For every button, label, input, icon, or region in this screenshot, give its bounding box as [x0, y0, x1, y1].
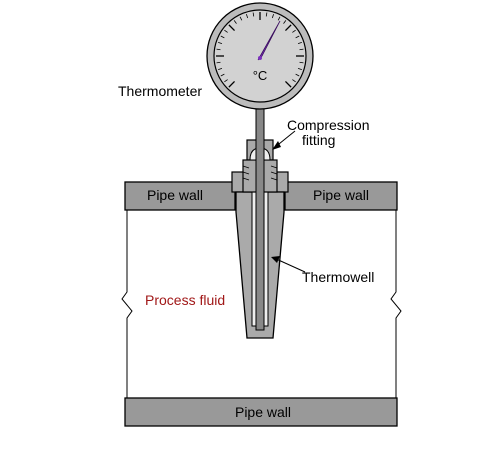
- gauge-tick: [239, 16, 243, 21]
- gauge-tick: [216, 48, 221, 51]
- pipe-wall-top-left: [124, 181, 236, 211]
- gauge-tick: [277, 16, 281, 21]
- gauge-tick: [224, 29, 228, 33]
- gauge-tick: [228, 80, 236, 88]
- gauge-tick: [252, 12, 255, 17]
- gauge-tick: [292, 79, 296, 83]
- gauge-tick: [224, 79, 228, 83]
- gauge-tick: [246, 14, 249, 19]
- compression-fitting-label-line1: Compression: [287, 117, 369, 133]
- gauge-tick: [265, 12, 268, 17]
- gauge-tick: [216, 61, 221, 64]
- gauge-tick: [295, 73, 300, 77]
- fitting-threads: [242, 165, 278, 181]
- gauge-tick: [284, 24, 292, 32]
- gauge-tick: [299, 48, 304, 51]
- thermometer-stem: [255, 99, 265, 331]
- gauge-tick: [292, 29, 296, 33]
- gauge-tick: [228, 24, 236, 32]
- gauge-tick: [297, 67, 302, 70]
- thermometer-label: Thermometer: [118, 83, 202, 99]
- gauge-tick: [271, 14, 274, 19]
- pipe-wall-bottom-label: Pipe wall: [235, 404, 291, 420]
- gauge-tick: [284, 80, 292, 88]
- gauge-tick: [299, 61, 304, 64]
- gauge-tick: [218, 42, 223, 45]
- gauge-tick: [218, 67, 223, 70]
- compression-fitting-label-line2: fitting: [302, 132, 335, 148]
- pipe-left-boundary: [121, 210, 133, 398]
- pipe-wall-top-left-label: Pipe wall: [147, 187, 203, 203]
- thermowell-leader: [273, 257, 306, 273]
- pipe-wall-top-right: [284, 181, 398, 211]
- gauge-tick: [220, 73, 225, 77]
- gauge-tick: [295, 35, 300, 39]
- gauge-hub: [258, 56, 262, 60]
- pipe-right-boundary: [390, 210, 402, 398]
- thermowell-arrowhead: [271, 256, 280, 263]
- gauge-tick: [220, 35, 225, 39]
- process-fluid-label: Process fluid: [145, 292, 225, 308]
- compression-fitting-arrowhead: [272, 141, 281, 150]
- thermometer-gauge: °C: [206, 2, 314, 110]
- gauge-tick: [283, 20, 287, 24]
- pipe-wall-top-right-label: Pipe wall: [313, 187, 369, 203]
- gauge-tick: [297, 42, 302, 45]
- dial-unit-label: °C: [253, 68, 268, 83]
- thermowell-label: Thermowell: [302, 269, 374, 285]
- pipe-wall-bottom: [124, 397, 398, 427]
- gauge-ticks: [216, 12, 304, 88]
- gauge-tick: [233, 20, 237, 24]
